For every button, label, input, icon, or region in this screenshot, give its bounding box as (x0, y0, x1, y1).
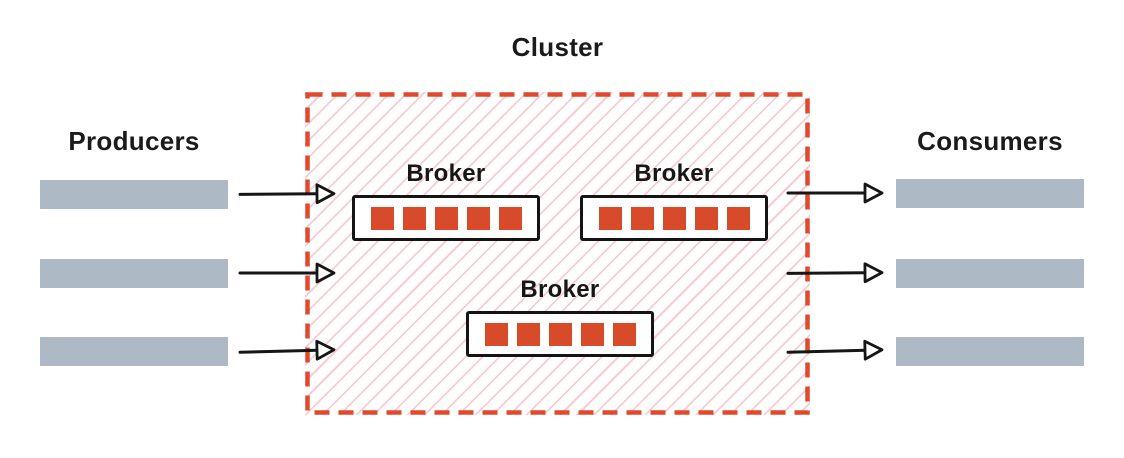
broker-label: Broker (406, 160, 486, 187)
partition-square (484, 322, 508, 346)
broker-box (352, 195, 540, 241)
cluster-title: Cluster (511, 32, 604, 62)
partition-square (598, 206, 622, 230)
producer-arrow-icon (238, 339, 336, 361)
producer-bar (40, 180, 228, 209)
broker-label: Broker (634, 160, 714, 187)
producer-arrow-icon (238, 262, 336, 284)
cluster-dashed-border (305, 92, 810, 415)
partition-square (434, 206, 458, 230)
consumer-bar (896, 337, 1084, 366)
broker: Broker (352, 158, 540, 241)
broker-label: Broker (520, 276, 600, 303)
partition-square (516, 322, 540, 346)
cluster-region (305, 92, 810, 415)
partition-square (694, 206, 718, 230)
broker: Broker (580, 158, 768, 241)
consumer-bar (896, 179, 1084, 208)
partition-square (402, 206, 426, 230)
consumer-arrow-icon (786, 339, 884, 361)
broker: Broker (466, 274, 654, 357)
partition-square (662, 206, 686, 230)
partition-square (466, 206, 490, 230)
consumers-title: Consumers (917, 126, 1063, 156)
producer-bar (40, 337, 228, 366)
partition-square (548, 322, 572, 346)
partition-square (370, 206, 394, 230)
producers-title: Producers (68, 126, 200, 156)
broker-box (466, 311, 654, 357)
consumer-arrow-icon (786, 182, 884, 204)
consumer-arrow-icon (786, 262, 884, 284)
partition-square (580, 322, 604, 346)
partition-square (726, 206, 750, 230)
producer-arrow-icon (238, 183, 336, 205)
partition-square (612, 322, 636, 346)
partition-square (630, 206, 654, 230)
producer-bar (40, 259, 228, 288)
partition-square (498, 206, 522, 230)
broker-box (580, 195, 768, 241)
consumer-bar (896, 259, 1084, 288)
